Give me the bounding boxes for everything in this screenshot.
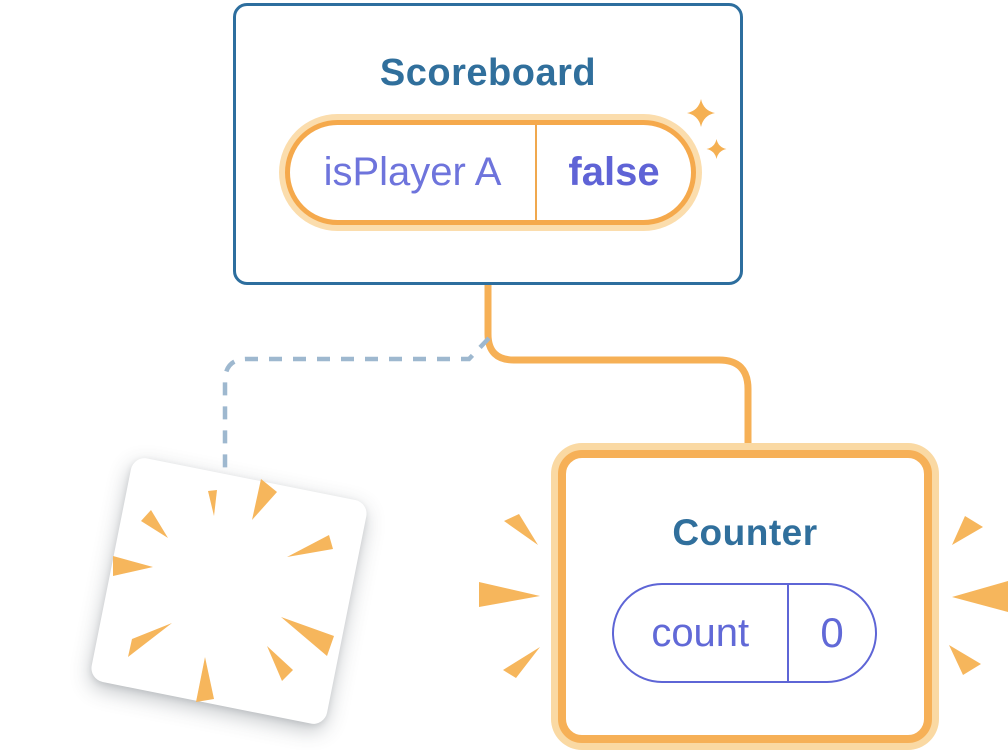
state-key: count bbox=[651, 610, 750, 655]
counter-title: Counter bbox=[672, 512, 818, 553]
state-key: isPlayer A bbox=[323, 150, 502, 194]
pill-divider bbox=[786, 585, 789, 681]
sparkle-icon bbox=[687, 99, 727, 159]
destroyed-component-card bbox=[88, 455, 370, 727]
counter-component-card: Counter count 0 bbox=[558, 450, 932, 743]
solid-connector-line bbox=[484, 283, 752, 455]
scoreboard-state-pill: isPlayer A false bbox=[285, 120, 696, 225]
counter-state-pill: count 0 bbox=[612, 583, 877, 683]
emphasis-burst-right-icon bbox=[949, 516, 1008, 675]
scoreboard-component-card: Scoreboard isPlayer A false bbox=[233, 3, 743, 285]
emphasis-burst-left-icon bbox=[479, 514, 540, 678]
scoreboard-title: Scoreboard bbox=[379, 52, 597, 94]
state-value: false bbox=[568, 150, 660, 194]
dashed-connector-line bbox=[222, 336, 491, 468]
state-value: 0 bbox=[820, 609, 844, 656]
pill-divider bbox=[535, 125, 537, 220]
